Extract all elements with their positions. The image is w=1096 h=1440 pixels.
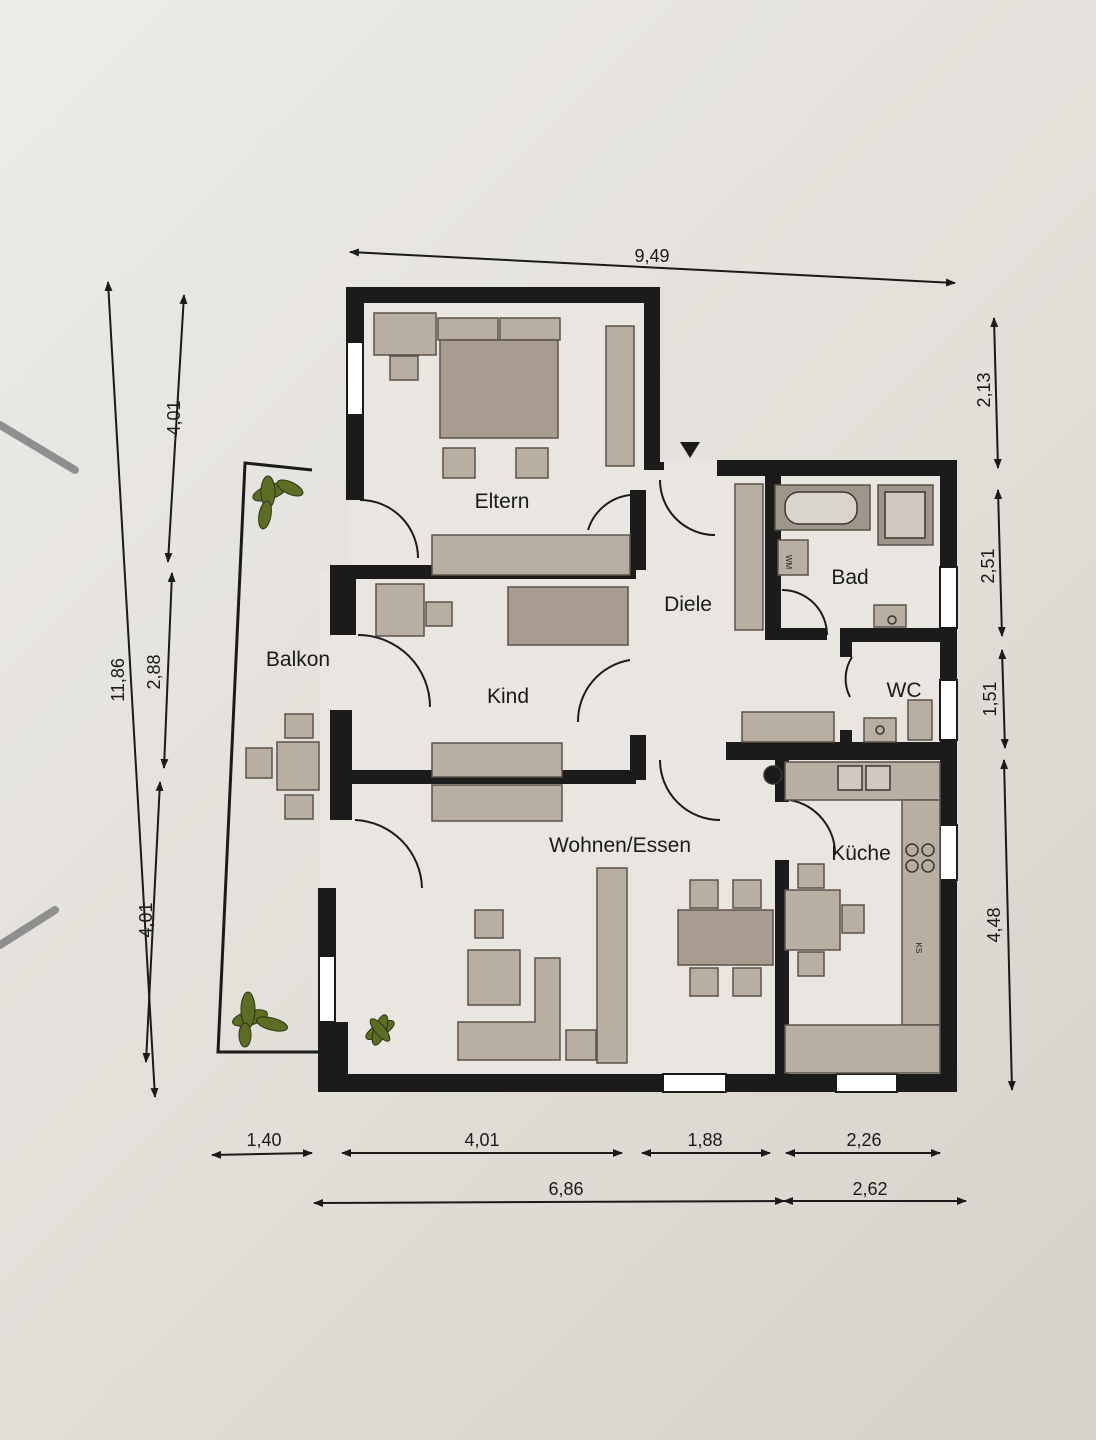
binder-rings — [0, 421, 79, 949]
room-label-diele: Diele — [664, 593, 712, 616]
door-swings — [354, 479, 853, 889]
dim-right-top: 2,13 — [974, 372, 994, 407]
room-label-eltern: Eltern — [475, 490, 530, 513]
room-label-bad: Bad — [831, 566, 868, 589]
dim-left-kind: 2,88 — [144, 654, 164, 689]
dim-top-total: 9,49 — [634, 246, 669, 266]
dim-bottom-right-total: 2,62 — [852, 1179, 887, 1199]
dim-left-eltern: 4,01 — [164, 400, 184, 435]
plant-icon-living — [365, 1014, 395, 1046]
room-label-kind: Kind — [487, 685, 529, 708]
fridge-label: KS — [914, 943, 923, 954]
dim-right-bad: 2,51 — [978, 548, 998, 583]
entrance-arrow-icon — [680, 442, 700, 458]
dim-right-kueche: 4,48 — [984, 907, 1004, 942]
plant-icon-balcony-top — [252, 475, 304, 530]
balcony-railing — [216, 461, 318, 1054]
floor — [320, 288, 955, 1088]
windows — [318, 341, 958, 1093]
dim-right-wc: 1,51 — [980, 681, 1000, 716]
room-label-balkon: Balkon — [266, 648, 330, 671]
washing-machine-label: WM — [784, 555, 793, 570]
dim-bottom-kueche: 2,26 — [846, 1130, 881, 1150]
dim-bottom-mid: 1,88 — [687, 1130, 722, 1150]
dim-bottom-balkon: 1,40 — [246, 1130, 281, 1150]
plant-icon-balcony-bottom — [232, 991, 289, 1048]
dim-left-total: 11,86 — [108, 658, 128, 702]
dimension-lines — [104, 248, 1016, 1207]
dim-bottom-wohnen: 4,01 — [464, 1130, 499, 1150]
walls — [318, 287, 957, 1092]
dim-left-wohnen: 4,01 — [136, 902, 156, 937]
plants — [232, 475, 395, 1048]
furniture — [245, 312, 941, 1074]
room-label-wohnen: Wohnen/Essen — [549, 834, 691, 857]
room-label-wc: WC — [887, 679, 922, 702]
dim-bottom-left-total: 6,86 — [548, 1179, 583, 1199]
fixtures — [763, 491, 935, 873]
room-label-kueche: Küche — [831, 842, 891, 865]
